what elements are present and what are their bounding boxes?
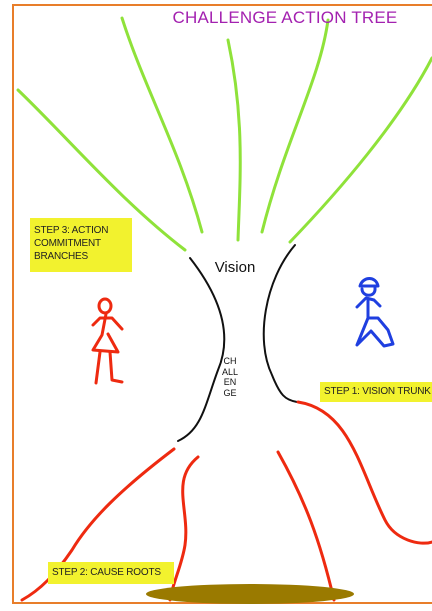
blue-figure-body [357,300,393,346]
branches [18,18,432,250]
trunk-challenge-label: CHALLENGE [222,356,238,398]
trunk-vision-label: Vision [200,259,270,276]
ground-patch [146,584,354,604]
red-figure-arms [93,318,122,329]
red-figure-legs [96,352,122,383]
root-center [170,457,198,600]
blue-figure-head [362,288,375,295]
blue-person-figure [357,279,393,347]
red-person-figure [93,299,122,383]
step-3-action-label: STEP 3: ACTION COMMITMENT BRANCHES [30,218,132,272]
step-1-vision-label: STEP 1: VISION TRUNK [320,382,432,402]
branch-center-left [228,40,240,240]
blue-figure-cap [360,279,378,287]
red-figure-head [99,299,111,313]
diagram-title: CHALLENGE ACTION TREE [145,8,425,28]
branch-center-right [262,20,328,232]
trunk-left-side [178,258,224,441]
root-right [298,402,432,543]
branch-left [122,18,202,232]
root-center-right [278,452,334,600]
step-2-cause-label: STEP 2: CAUSE ROOTS [48,562,174,584]
